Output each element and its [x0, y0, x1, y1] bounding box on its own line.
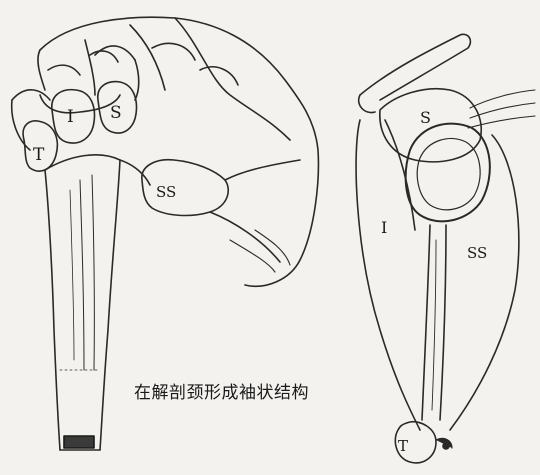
shoulder-labels: S I SS T [381, 108, 487, 455]
shoulder-label-ss: SS [467, 244, 487, 262]
shoulder-drawing [356, 34, 535, 463]
hand-label-s: S [110, 103, 122, 123]
hand-label-ss: SS [156, 183, 176, 201]
figure-caption: 在解剖颈形成袖状结构 [134, 378, 309, 403]
hand-label-t: T [33, 145, 45, 165]
hand-labels: T I S SS [33, 103, 176, 201]
shoulder-label-t: T [398, 437, 408, 455]
shoulder-label-s: S [420, 108, 431, 127]
hand-label-i: I [67, 107, 74, 127]
shoulder-label-i: I [381, 218, 387, 237]
